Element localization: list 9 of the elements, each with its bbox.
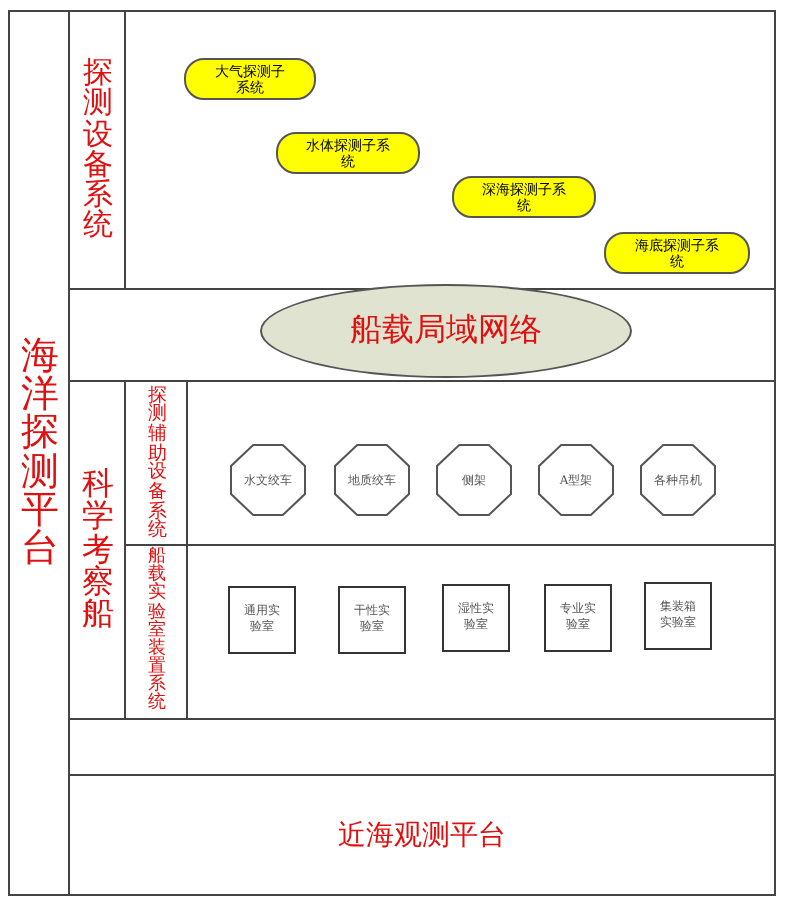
system-panel (68, 380, 776, 720)
network-ellipse: 船载局域网络 (260, 284, 632, 378)
system-panel (68, 10, 776, 290)
system-panel (8, 10, 776, 896)
section-title: 探测设备系统 (83, 58, 113, 242)
section-title: 探测辅助设备系统 (147, 385, 167, 541)
section-title: 海洋探测平台 (21, 336, 59, 570)
section-title: 船载实验室装置系统 (148, 549, 166, 715)
section-title: 科学考察船 (82, 468, 114, 632)
